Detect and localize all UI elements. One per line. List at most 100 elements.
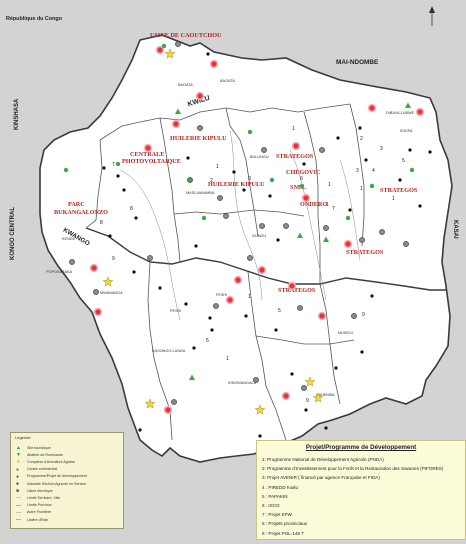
legend-item: Autre Frontière <box>27 510 51 515</box>
place-masimanimba: MASI-MANIMBA <box>186 191 215 195</box>
place-kahemba: KAHEMBA <box>316 393 335 397</box>
industry-icon <box>428 150 432 154</box>
project-icon <box>259 223 265 229</box>
project-number-label: 1 <box>226 356 229 362</box>
legend-item: Limite Territoire, Ville <box>27 495 61 500</box>
project-number-label: 2 <box>360 136 363 142</box>
project-item: 3: Projet AVENIR ( financé par agence Fr… <box>262 475 380 481</box>
project-icon <box>147 255 153 261</box>
tourist-site-icon <box>297 232 303 238</box>
label-snel: SNEL <box>290 184 306 191</box>
abattoir-icon <box>115 161 121 167</box>
abattoir-icon <box>247 129 253 135</box>
legend-symbol-icon: ▲ <box>16 445 21 451</box>
abattoir-icon <box>299 183 305 189</box>
industry-icon <box>360 350 364 354</box>
north-arrow-icon <box>429 6 435 26</box>
poultry-complex-icon <box>102 276 114 287</box>
commercial-center-icon <box>345 241 351 247</box>
projects-title: Projet/Programme de Développement <box>305 444 417 451</box>
poultry-complex-icon <box>164 48 176 59</box>
project-icon <box>171 399 177 405</box>
project-icon <box>359 237 365 243</box>
legend-symbol-icon: — <box>16 517 21 523</box>
industry-icon <box>268 194 272 198</box>
place-popokabaka: POPOKABAKA <box>46 270 73 274</box>
commercial-center-icon <box>197 93 203 99</box>
label-kasai: KASAI <box>452 220 458 239</box>
project-icon <box>223 213 229 219</box>
label-centrale-pv-1: CENTRALE <box>130 151 164 158</box>
commercial-center-icon <box>91 265 97 271</box>
project-number-label: 1 <box>292 126 295 132</box>
industry-icon <box>290 372 294 376</box>
label-chegovic: CHEGOVIC <box>286 169 320 176</box>
project-number-label: 8 <box>100 220 103 226</box>
industry-icon <box>336 136 340 140</box>
project-icon <box>247 255 253 261</box>
commercial-center-icon <box>289 283 295 289</box>
project-icon <box>217 195 223 201</box>
project-icon <box>253 377 259 383</box>
project-number-label: 7 <box>332 206 335 212</box>
legend-item: Usine électrique <box>27 488 53 493</box>
project-item: 2: Programme d'Investissement pour la Fo… <box>262 466 444 472</box>
industry-icon <box>242 188 246 192</box>
place-kenge: KENGE <box>62 237 76 241</box>
place-pesi: PESHI <box>170 309 181 313</box>
tourist-site-icon <box>189 374 195 380</box>
place-kasongo-lunda: KASONGO-LUNDA <box>152 349 186 353</box>
project-item: 8 : Projets provinciaux <box>262 521 308 527</box>
project-number-label: 5 <box>206 338 209 344</box>
industry-icon <box>302 162 306 166</box>
abattoir-icon <box>161 43 167 49</box>
project-number-label: 1 <box>326 202 329 208</box>
project-icon <box>403 241 409 247</box>
industry-icon <box>244 314 248 318</box>
legend-symbol-icon: — <box>16 502 21 509</box>
project-icon <box>93 289 99 295</box>
industry-icon <box>208 316 212 320</box>
label-strategos-2: STRATEGOS <box>380 187 418 194</box>
project-number-label: 9 <box>112 256 115 262</box>
project-icon <box>297 305 303 311</box>
legend-item: Programme/Projet de développement <box>27 474 87 479</box>
place-mukedi: MUKEDI <box>338 331 353 335</box>
project-number-label: 8 <box>130 206 133 212</box>
project-number-label: 2 <box>210 178 213 184</box>
label-usine-caoutchou: USINE DE CAOUTCHOU <box>150 32 222 39</box>
project-number-label: 1 <box>392 196 395 202</box>
place-mwananga: MWANANGA <box>100 291 123 295</box>
project-item: 7 : Projet KFW <box>262 512 292 518</box>
commercial-center-icon <box>173 121 179 127</box>
project-icon <box>323 225 329 231</box>
label-strategos-3: STRATEGOS <box>346 249 384 256</box>
place-dibaya-lubwe: DIBAYA-LUBWE <box>386 111 415 115</box>
poultry-complex-icon <box>304 376 316 387</box>
commercial-center-icon <box>319 313 325 319</box>
industry-icon <box>210 328 214 332</box>
project-number-label: 6 <box>300 176 303 182</box>
legend: Légende ▲Site touristique▼Abattoir de Ru… <box>10 432 124 529</box>
province-outline <box>39 34 453 463</box>
label-strategos-4: STRATEGOS <box>278 287 316 294</box>
label-mai-ndombe: MAI-NDOMBE <box>336 59 379 66</box>
commercial-center-icon <box>165 407 171 413</box>
commercial-center-icon <box>303 195 309 201</box>
legend-item: Lisière d'Etat <box>27 517 48 522</box>
commercial-center-icon <box>369 105 375 111</box>
industry-icon <box>276 238 280 242</box>
commercial-center-icon <box>157 47 163 53</box>
industry-icon <box>258 434 262 438</box>
label-republique-congo: République du Congo <box>6 16 63 22</box>
industry-icon <box>304 408 308 412</box>
industry-icon <box>232 170 236 174</box>
tourist-site-icon <box>405 102 411 108</box>
legend-symbol-icon: ● <box>16 481 20 487</box>
industry-icon <box>138 428 142 432</box>
legend-item: Complexe d'Aviculture Agraire <box>27 459 75 464</box>
legend-item: Site touristique <box>27 445 51 450</box>
project-item: 9 : Projet POL-145 T <box>262 530 305 536</box>
project-number-label: 9 <box>362 312 365 318</box>
